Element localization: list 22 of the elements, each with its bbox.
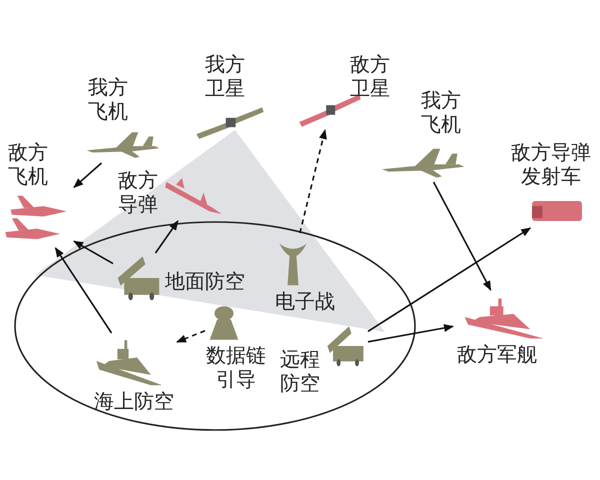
node-label: 敌方飞机	[8, 140, 48, 188]
arrow	[368, 324, 454, 343]
arrow	[432, 182, 492, 291]
arrow	[154, 220, 179, 254]
node-label: 电子战	[275, 289, 335, 313]
node-label: 我方飞机	[421, 88, 461, 136]
arrow	[176, 330, 206, 343]
arrow	[54, 247, 112, 334]
node-label: 数据链引导	[206, 343, 266, 391]
node-label: 敌方导弹发射车	[511, 140, 591, 188]
node-label: 我方卫星	[205, 52, 245, 100]
node-label: 敌方导弹	[118, 168, 158, 216]
node-label: 海上防空	[94, 389, 174, 413]
node-label: 敌方卫星	[350, 52, 390, 100]
arrow	[368, 227, 532, 332]
arrow	[299, 129, 327, 234]
arrow	[73, 162, 102, 188]
node-label: 敌方军舰	[457, 342, 537, 366]
arrow	[73, 240, 114, 264]
node-label: 远程防空	[280, 347, 320, 395]
node-label: 地面防空	[165, 269, 245, 293]
node-label: 我方飞机	[88, 75, 128, 123]
